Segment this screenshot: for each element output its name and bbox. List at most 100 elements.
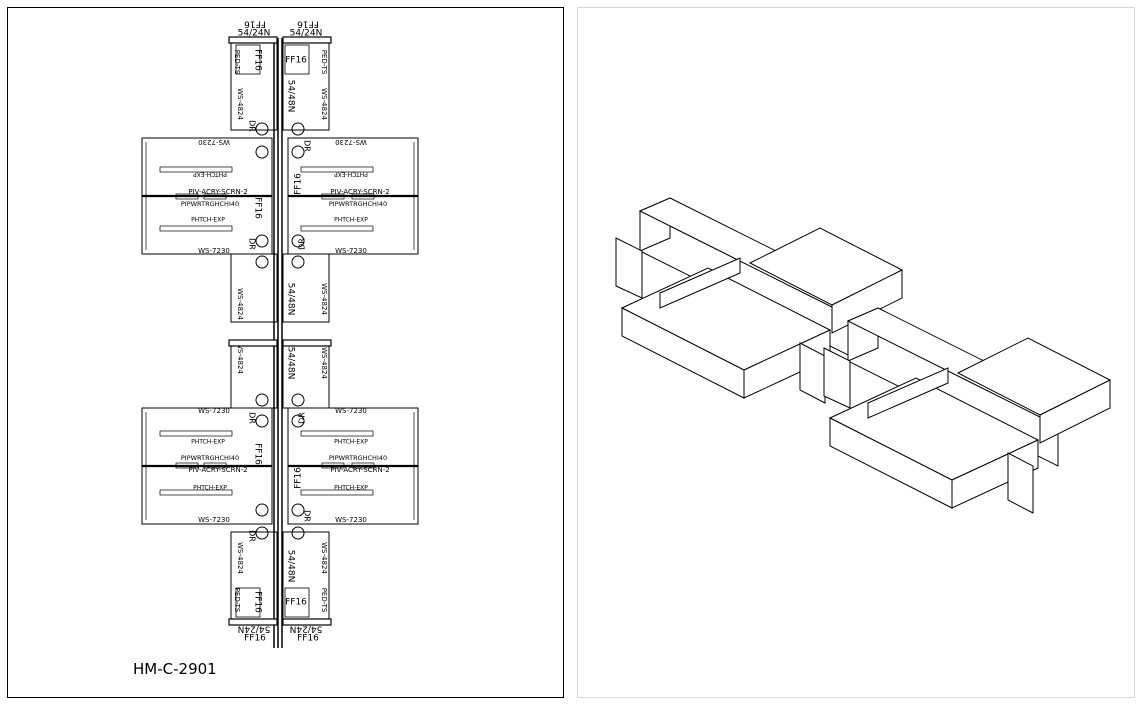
label-drawer: DR: [303, 510, 312, 522]
screen-clip: [203, 462, 227, 469]
label-desk: WS-7230: [335, 407, 367, 415]
label-privacy: PIV-ACRY-SCRN-2: [330, 466, 389, 474]
screen-clip: [351, 462, 375, 469]
return-surface-left: [230, 42, 278, 131]
label-pass-through: PHTCH-EXP: [334, 217, 368, 224]
screen-clip: [175, 193, 199, 200]
label-pass-through: PHTCH-EXP: [193, 485, 227, 492]
model-number-label: HM-C-2901: [133, 660, 217, 678]
label-frame-side: FF16: [253, 443, 263, 465]
label-frame-side: FF16: [253, 197, 263, 219]
chair-circle: [255, 526, 269, 540]
pass-through-slot: [159, 430, 233, 437]
chair-circle: [291, 393, 305, 407]
label-power: PIPWRTRGHCHI40: [329, 200, 387, 208]
iso-cluster-upper: [615, 197, 904, 404]
return-surface-left: [230, 531, 278, 620]
label-frame-main: 54/24N: [238, 624, 271, 634]
label-desk: WS-7230: [335, 138, 367, 146]
label-desk: WS-7230: [198, 407, 230, 415]
return-front: [1039, 379, 1111, 444]
iso-cluster-lower: [823, 307, 1112, 514]
label-power: PIPWRTRGHCHI40: [181, 454, 239, 462]
screen-clip: [321, 462, 345, 469]
pass-through-slot: [300, 430, 374, 437]
label-spine: 54/48N: [286, 80, 296, 113]
label-drawer: DR: [248, 412, 257, 424]
return-surface-right: [282, 42, 330, 131]
label-frame-main: 54/24N: [290, 624, 323, 634]
label-frame-side: FF16: [285, 598, 307, 608]
label-ped: PED-TS: [320, 588, 328, 613]
pedestal: [799, 342, 826, 404]
return-surface-right: [282, 531, 330, 620]
label-desk: WS-7230: [335, 516, 367, 524]
screen-clip: [203, 193, 227, 200]
pass-through-slot: [300, 225, 374, 232]
pass-through-slot: [159, 166, 233, 173]
screen-clip: [175, 462, 199, 469]
screen-clip: [321, 193, 345, 200]
label-frame: FF16: [297, 634, 319, 644]
label-return: WS-4824: [320, 283, 328, 315]
label-frame-side: FF16: [294, 467, 304, 489]
label-spine: 54/48N: [286, 347, 296, 380]
isometric-view-drawing: [615, 197, 1112, 514]
label-power: PIPWRTRGHCHI40: [329, 454, 387, 462]
chair-circle: [255, 234, 269, 248]
chair-circle: [255, 255, 269, 269]
return-lower-right: [282, 253, 330, 323]
return-lower-left: [230, 253, 278, 323]
label-pass-through: PHTCH-EXP: [334, 171, 368, 178]
label-frame-side: FF16: [285, 56, 307, 66]
label-spine: 54/48N: [286, 550, 296, 583]
chair-circle: [291, 503, 305, 517]
chair-circle: [291, 234, 305, 248]
pedestal-box: [235, 44, 261, 75]
frame-bar: [282, 339, 332, 347]
label-return: WS-4824: [236, 542, 244, 574]
label-frame: FF16: [244, 19, 266, 29]
label-pass-through: PHTCH-EXP: [334, 439, 368, 446]
label-return: WS-4824: [236, 88, 244, 120]
label-pass-through: PHTCH-EXP: [191, 217, 225, 224]
pedestal-box: [284, 587, 310, 618]
label-pass-through: PHTCH-EXP: [334, 485, 368, 492]
label-return: WS-4824: [236, 342, 244, 374]
label-desk: WS-7230: [198, 247, 230, 255]
label-return: WS-4824: [236, 288, 244, 320]
label-frame-side: FF16: [253, 591, 263, 613]
label-frame-side: FF16: [253, 49, 263, 71]
label-privacy: PIV-ACRY-SCRN-2: [188, 188, 247, 196]
chair-circle: [291, 526, 305, 540]
label-desk: WS-7230: [335, 247, 367, 255]
label-frame-side: FF16: [294, 173, 304, 195]
chair-circle: [291, 255, 305, 269]
label-privacy: PIV-ACRY-SCRN-2: [188, 466, 247, 474]
label-drawer: DR: [248, 238, 257, 250]
chair-circle: [255, 414, 269, 428]
pass-through-slot: [159, 225, 233, 232]
chair-circle: [255, 122, 269, 136]
label-power: PIPWRTRGHCHI40: [181, 200, 239, 208]
label-drawer: DR: [298, 412, 307, 424]
label-return: WS-4824: [320, 88, 328, 120]
label-frame: FF16: [244, 634, 266, 644]
pass-through-slot: [159, 489, 233, 496]
label-ped: PED-TS: [233, 588, 241, 613]
isometric-view-panel: [577, 7, 1135, 698]
pedestal: [823, 347, 851, 409]
label-drawer: DR: [248, 120, 257, 132]
label-drawer: DR: [303, 140, 312, 152]
label-frame-main: 54/24N: [238, 29, 271, 39]
label-pass-through: PHTCH-EXP: [191, 439, 225, 446]
pedestal: [1007, 452, 1034, 514]
pass-through-slot: [300, 166, 374, 173]
label-ped: PED-TS: [320, 50, 328, 75]
pedestal-box: [235, 587, 261, 618]
label-drawer: DR: [298, 238, 307, 250]
label-ped: PED-TS: [233, 50, 241, 75]
